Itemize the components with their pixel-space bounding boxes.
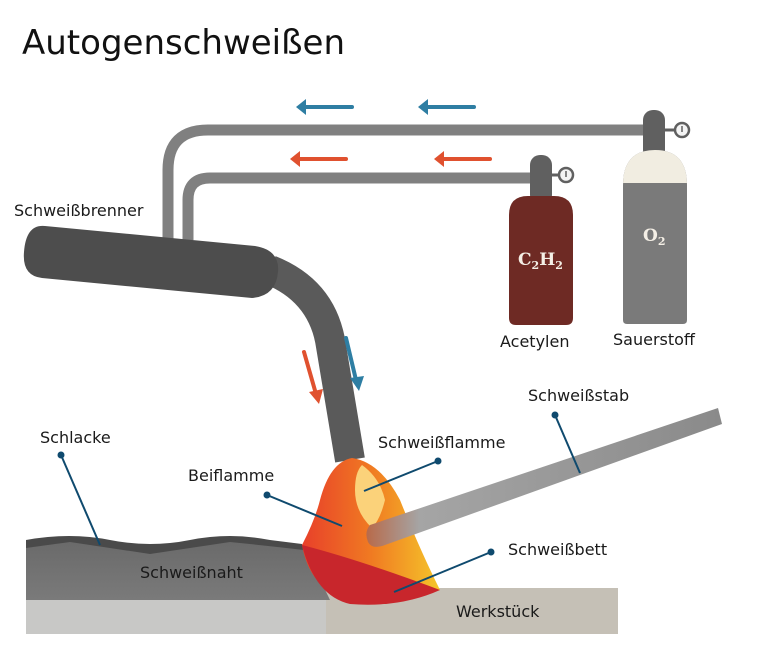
arrow-left-icon bbox=[418, 99, 476, 115]
label-acetylene: Acetylen bbox=[500, 332, 569, 351]
label-oxygen: Sauerstoff bbox=[613, 330, 696, 349]
pressure-gauge-icon bbox=[557, 166, 575, 184]
acetylene-hose bbox=[182, 172, 540, 240]
arrow-down-icon bbox=[302, 350, 323, 404]
arrow-left-icon bbox=[434, 151, 492, 167]
torch-handle bbox=[23, 225, 279, 298]
leader-rod bbox=[551, 411, 581, 474]
torch-neck bbox=[264, 256, 365, 463]
arrow-left-icon bbox=[290, 151, 348, 167]
welding-rod bbox=[366, 408, 722, 547]
leader-welding-flame bbox=[363, 457, 442, 492]
oxygen-cylinder: O2 bbox=[623, 110, 691, 324]
arrow-down-icon bbox=[344, 336, 364, 391]
weld-pool bbox=[302, 545, 440, 605]
label-rod: Schweißstab bbox=[528, 386, 629, 405]
leader-weld-pool bbox=[393, 548, 495, 593]
label-secondary-flame: Beiflamme bbox=[188, 466, 274, 485]
acetylene-flow-arrows bbox=[290, 151, 492, 167]
label-weld-seam: Schweißnaht bbox=[140, 563, 243, 582]
weld-seam bbox=[26, 541, 330, 600]
oxygen-formula: O2 bbox=[643, 226, 665, 248]
label-welding-flame: Schweißflamme bbox=[378, 433, 505, 452]
acetylene-formula: C2H2 bbox=[518, 250, 563, 272]
oxygen-hose bbox=[162, 124, 655, 240]
arrow-left-icon bbox=[296, 99, 354, 115]
slag-layer bbox=[26, 536, 304, 554]
label-weld-pool: Schweißbett bbox=[508, 540, 607, 559]
acetylene-cylinder: C2H2 bbox=[509, 155, 575, 325]
label-slag: Schlacke bbox=[40, 428, 111, 447]
leader-secondary-flame bbox=[263, 491, 343, 527]
pressure-gauge-icon bbox=[673, 121, 691, 139]
oxygen-flow-arrows bbox=[296, 99, 476, 115]
leader-slag bbox=[57, 451, 101, 546]
inner-cone bbox=[355, 465, 385, 528]
diagram-title: Autogenschweißen bbox=[22, 23, 345, 63]
label-torch: Schweißbrenner bbox=[14, 201, 144, 220]
label-workpiece: Werkstück bbox=[456, 602, 540, 621]
